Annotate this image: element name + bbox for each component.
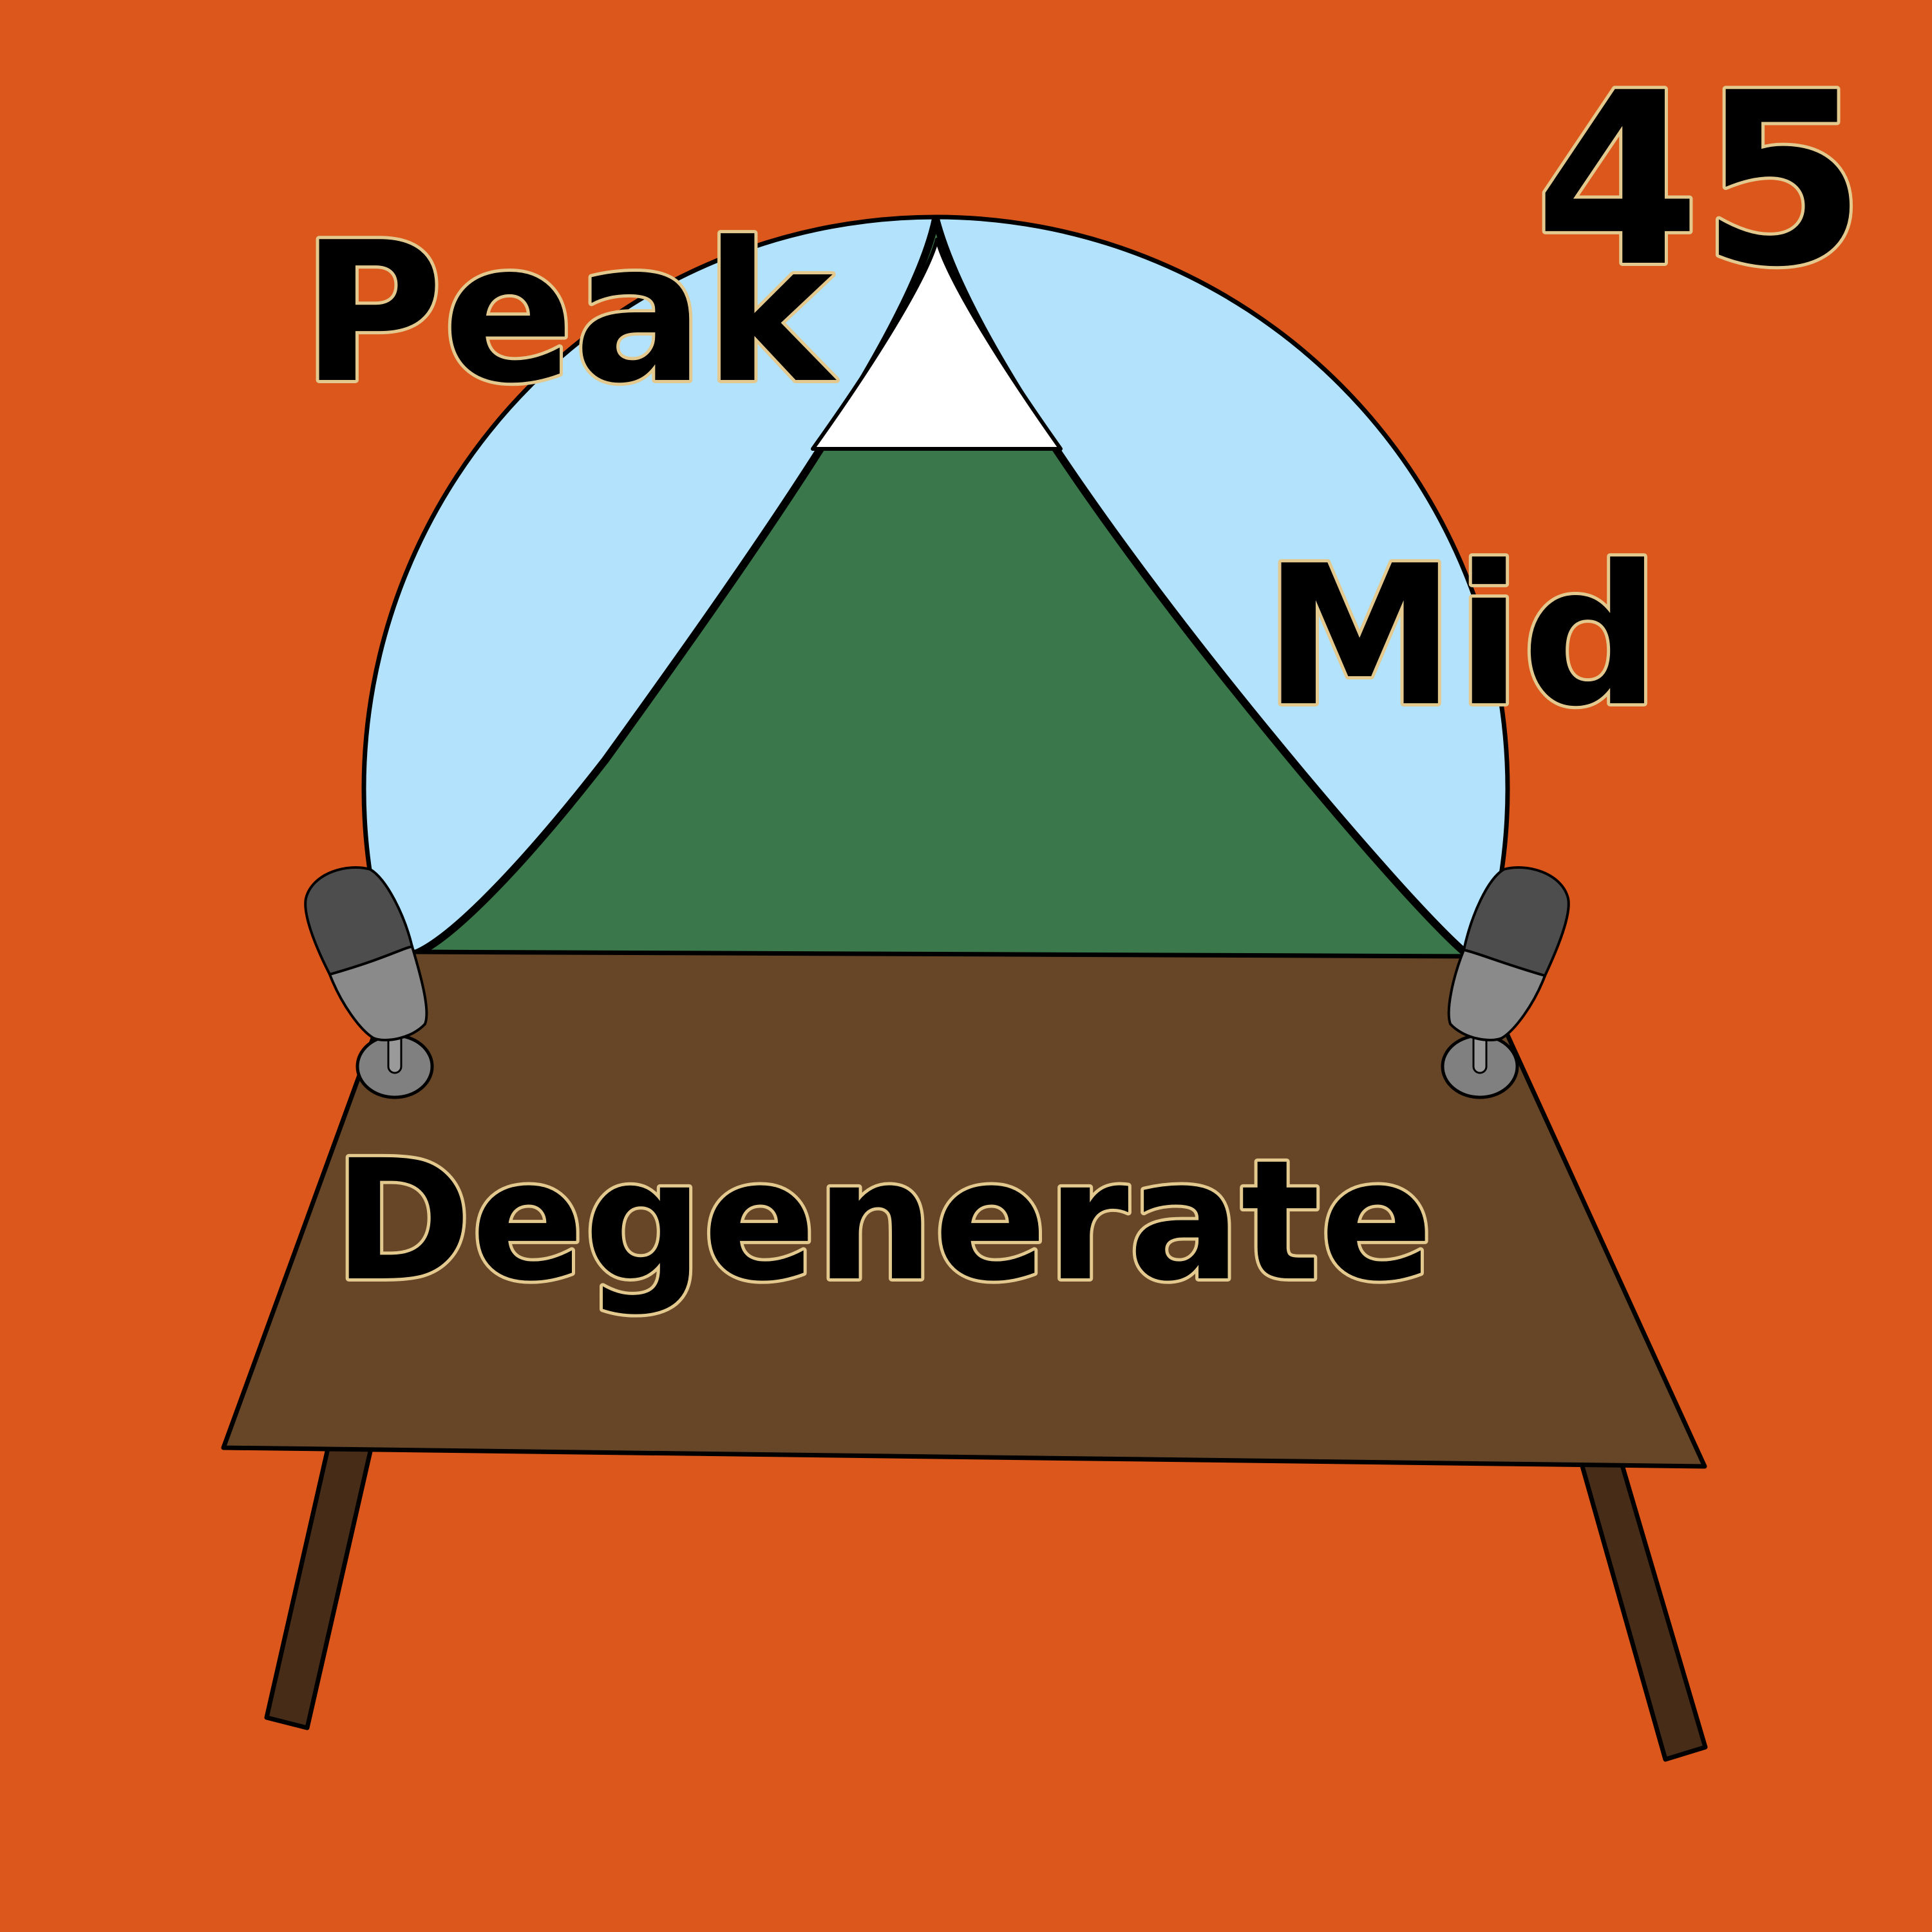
- microphone-grille-upper: [1462, 866, 1570, 978]
- label-mid: Mid: [1264, 524, 1660, 749]
- label-peak: Peak: [301, 201, 837, 426]
- table-icon: [221, 949, 1707, 1469]
- label-degenerate: Degenerate: [334, 1124, 1433, 1318]
- episode-number: 45: [1535, 43, 1866, 319]
- microphone-icon: [304, 866, 434, 1099]
- snowcap-icon: [811, 238, 1063, 451]
- microphone-icon: [1441, 866, 1570, 1099]
- microphone-grille-upper: [304, 866, 414, 976]
